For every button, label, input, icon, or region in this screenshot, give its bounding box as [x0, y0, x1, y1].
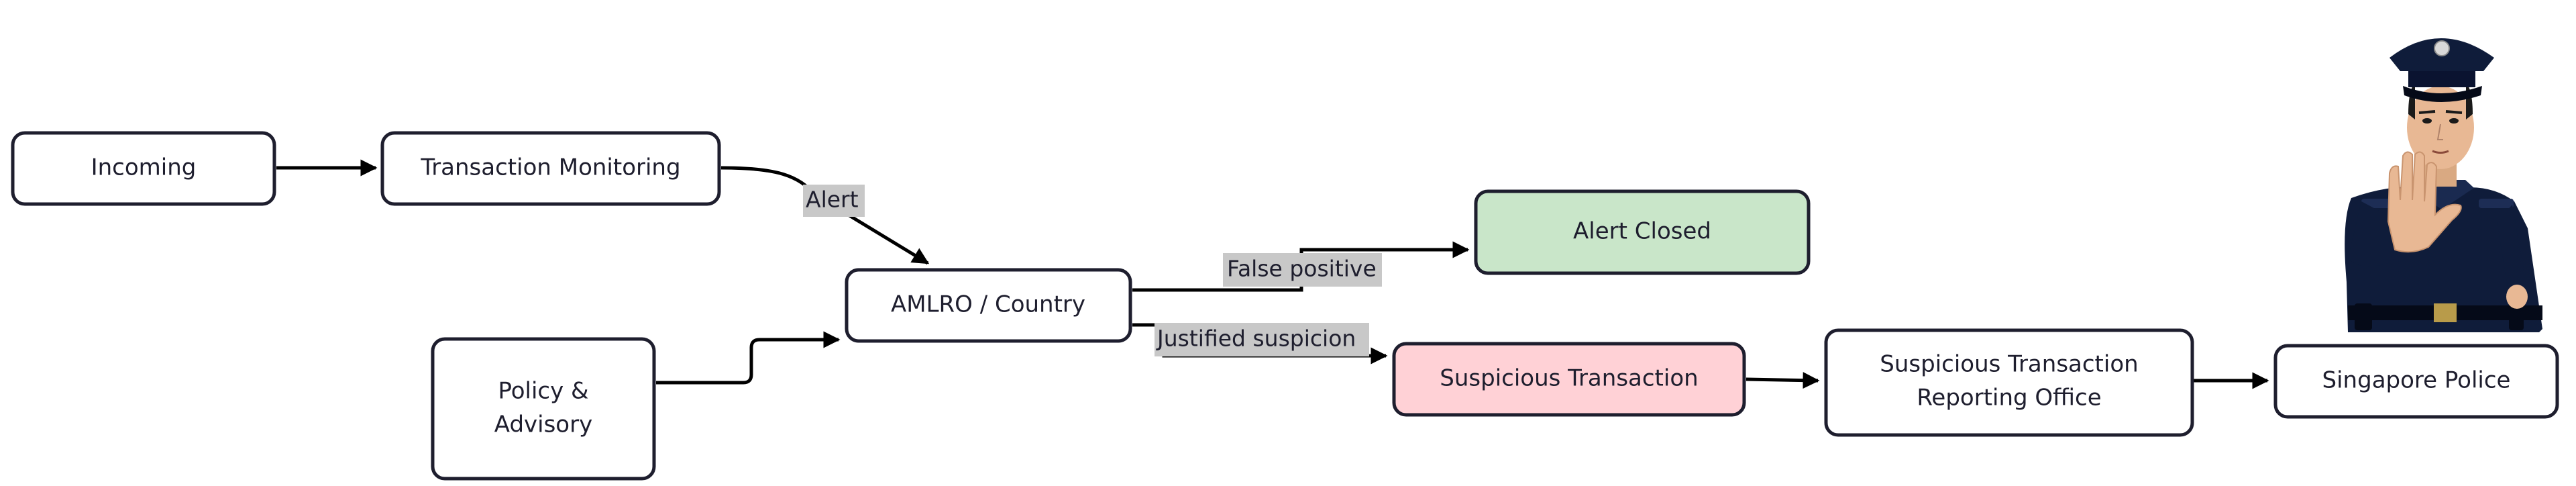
node-transaction-monitoring[interactable]: Transaction Monitoring — [380, 131, 721, 206]
edge-label-false-positive: False positive — [1223, 253, 1382, 287]
node-alert-closed[interactable]: Alert Closed — [1474, 189, 1811, 275]
svg-text:Suspicious Transaction: Suspicious Transaction — [1440, 365, 1698, 392]
svg-text:Alert: Alert — [806, 187, 859, 213]
svg-text:Justified suspicion: Justified suspicion — [1156, 326, 1356, 352]
svg-text:Advisory: Advisory — [494, 411, 592, 438]
svg-text:Reporting Office: Reporting Office — [1917, 385, 2101, 411]
node-policy-advisory[interactable]: Policy & Advisory — [431, 337, 656, 481]
edge-suspicious-to-stro — [1746, 372, 1820, 389]
police-officer-illustration — [2345, 38, 2542, 332]
node-str-reporting-office[interactable]: Suspicious Transaction Reporting Office — [1824, 328, 2194, 437]
svg-text:False positive: False positive — [1227, 256, 1377, 282]
node-suspicious-transaction[interactable]: Suspicious Transaction — [1392, 342, 1746, 417]
node-amlro-country[interactable]: AMLRO / Country — [845, 268, 1132, 343]
svg-text:Suspicious Transaction: Suspicious Transaction — [1880, 351, 2138, 378]
node-singapore-police[interactable]: Singapore Police — [2273, 344, 2559, 419]
node-incoming[interactable]: Incoming — [11, 131, 276, 206]
svg-text:AMLRO / Country: AMLRO / Country — [891, 291, 1085, 318]
edge-label-justified-suspicion: Justified suspicion — [1155, 323, 1369, 356]
svg-text:Alert Closed: Alert Closed — [1573, 218, 1711, 245]
svg-text:Policy &: Policy & — [498, 378, 588, 405]
edge-label-alert: Alert — [803, 185, 865, 217]
edge-policy-to-amlro — [656, 331, 841, 385]
svg-text:Incoming: Incoming — [91, 154, 197, 181]
svg-text:Transaction Monitoring: Transaction Monitoring — [420, 154, 680, 181]
svg-text:Singapore Police: Singapore Police — [2322, 367, 2511, 394]
